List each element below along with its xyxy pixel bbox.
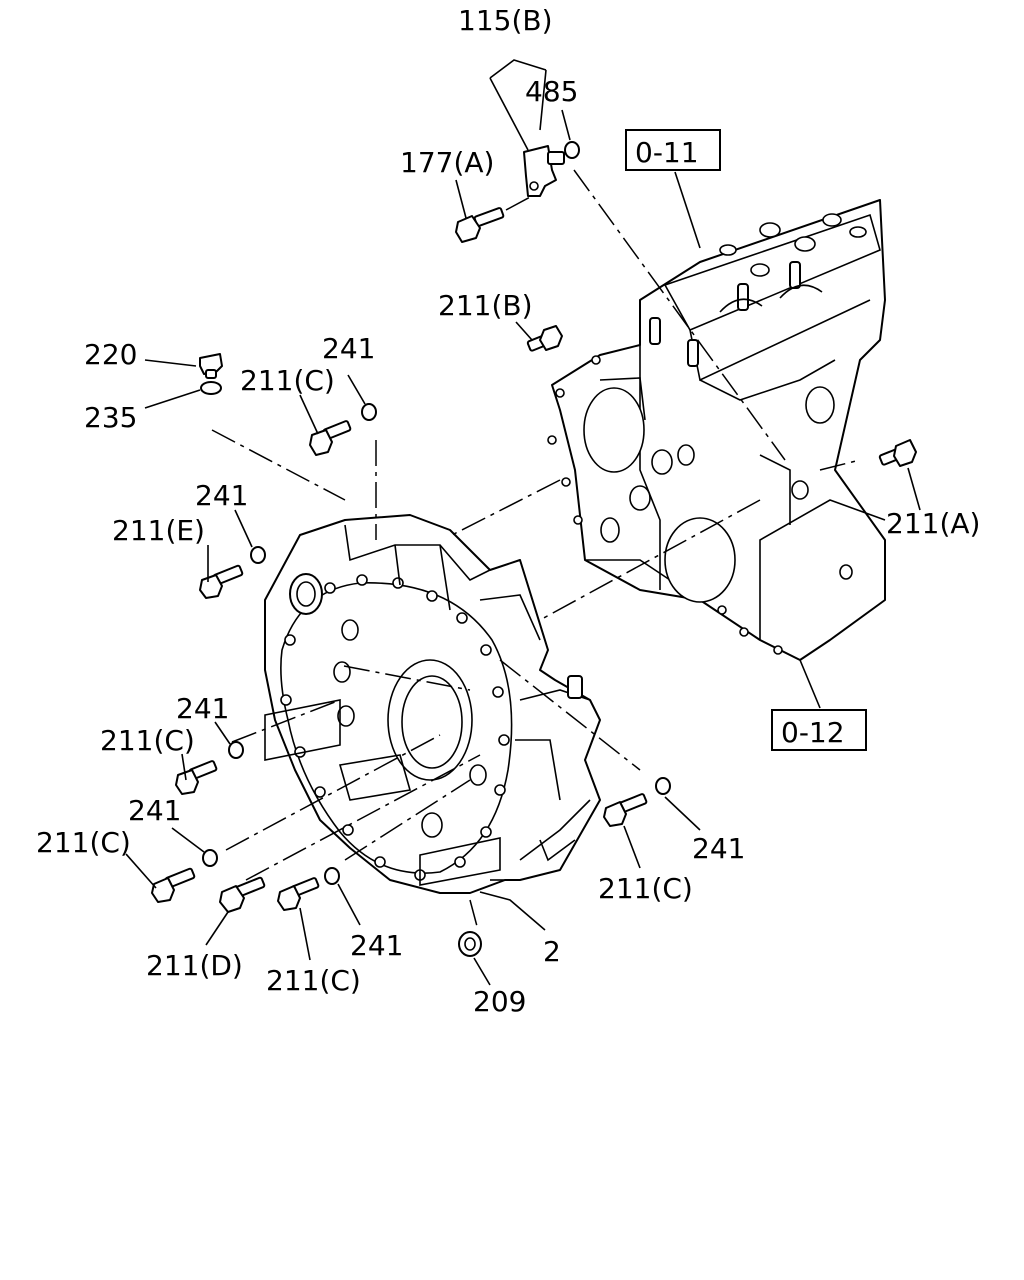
- ref-label-0-11: 0-11: [635, 136, 699, 169]
- washer-241-right: [655, 777, 671, 795]
- bolt-211d: [219, 876, 266, 913]
- crank-sensor: [523, 145, 565, 197]
- callout-211d: 211(D): [146, 949, 243, 982]
- callout-241-e: 241: [195, 479, 248, 512]
- ref-box-0-12: [771, 709, 867, 751]
- callout-211c-low: 211(C): [36, 826, 131, 859]
- callout-211e: 211(E): [112, 514, 205, 547]
- washer-241-top: [361, 403, 377, 421]
- callout-485: 485: [525, 75, 578, 108]
- washer-241-bottom: [324, 867, 340, 885]
- o-ring-485: [564, 141, 580, 159]
- bolt-177a: [455, 207, 505, 243]
- ref-label-0-12: 0-12: [781, 716, 845, 749]
- plug-220: [199, 353, 223, 379]
- callout-241-low: 241: [128, 794, 181, 827]
- alignment-lines: [211, 169, 861, 931]
- bolt-211c-bottom: [277, 877, 320, 911]
- callout-220: 220: [84, 338, 137, 371]
- callout-211c-right: 211(C): [598, 872, 693, 905]
- callout-211b: 211(B): [438, 289, 533, 322]
- callout-241-bottom: 241: [350, 929, 403, 962]
- washer-241-mid: [228, 741, 244, 759]
- washer-241-e: [250, 546, 266, 564]
- callout-241-mid: 241: [176, 692, 229, 725]
- washer-241-low: [202, 849, 218, 867]
- callout-2: 2: [543, 935, 561, 968]
- callout-211c-bottom: 211(C): [266, 964, 361, 997]
- bolt-211c-right: [603, 793, 648, 827]
- callout-235: 235: [84, 401, 137, 434]
- ref-box-0-11: [625, 129, 721, 171]
- callout-241-top: 241: [322, 332, 375, 365]
- callout-211c-top: 211(C): [240, 364, 335, 397]
- callout-211a: 211(A): [886, 507, 980, 540]
- callout-211c-mid: 211(C): [100, 724, 195, 757]
- engine-block: [547, 199, 886, 661]
- bolt-211c-mid: [175, 760, 218, 795]
- washer-235: [200, 381, 222, 395]
- bolt-211b: [526, 325, 563, 352]
- nut-209: [458, 931, 482, 957]
- callout-115b: 115(B): [458, 4, 553, 37]
- callout-209: 209: [473, 985, 526, 1018]
- bolt-211a: [878, 439, 917, 467]
- flywheel-housing: [264, 514, 601, 894]
- callout-241-right: 241: [692, 832, 745, 865]
- callout-177a: 177(A): [400, 146, 494, 179]
- bolt-211e: [199, 564, 244, 599]
- leader-lines: [125, 59, 921, 986]
- bolt-211c-low: [151, 867, 196, 903]
- bolt-211c-top: [309, 420, 352, 456]
